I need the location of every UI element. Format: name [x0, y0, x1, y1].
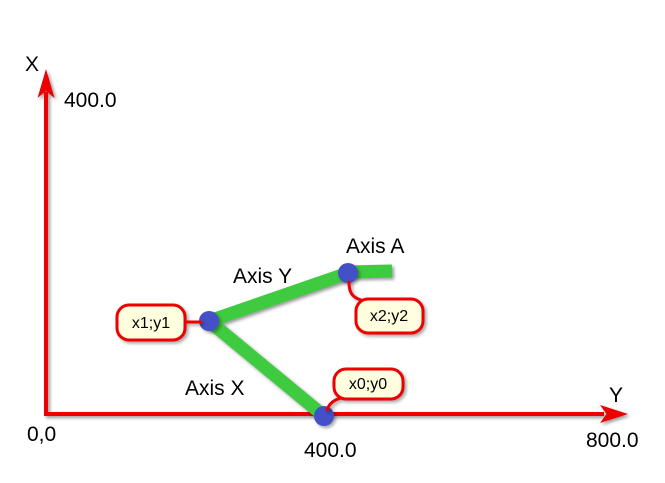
callout-box-x1y1	[115, 303, 187, 342]
y-axis-arrowhead-icon	[600, 405, 628, 423]
origin-label: 0,0	[27, 423, 56, 446]
vertical-tick-label: 400.0	[64, 89, 117, 112]
link-axis-x	[204, 315, 329, 422]
link-label-axis-x: Axis X	[185, 377, 245, 400]
callout-connector-x2y2	[347, 280, 363, 302]
coordinate-axes	[37, 69, 628, 423]
callout-text-x1y1: x1;y1	[132, 315, 170, 332]
link-label-axis-a: Axis A	[346, 235, 404, 258]
callout-connector-x0y0	[325, 396, 343, 412]
callouts	[115, 280, 425, 412]
callout-text-x0y0: x0;y0	[349, 376, 387, 393]
link-label-axis-y: Axis Y	[233, 265, 292, 288]
horizontal-end-label: 800.0	[586, 429, 639, 452]
joint-x0y0	[314, 406, 334, 426]
y-axis-label: Y	[609, 384, 623, 407]
link-axis-y	[206, 266, 351, 328]
joints	[199, 263, 358, 426]
callout-text-x2y2: x2;y2	[370, 308, 408, 325]
callout-box-x2y2	[354, 297, 425, 335]
horizontal-tick-label: 400.0	[304, 439, 357, 462]
joint-x2y2	[338, 263, 358, 283]
joint-x1y1	[199, 311, 219, 331]
x-axis-arrowhead-icon	[37, 69, 55, 98]
callout-box-x0y0	[332, 367, 405, 401]
x-axis-label: X	[25, 53, 39, 76]
